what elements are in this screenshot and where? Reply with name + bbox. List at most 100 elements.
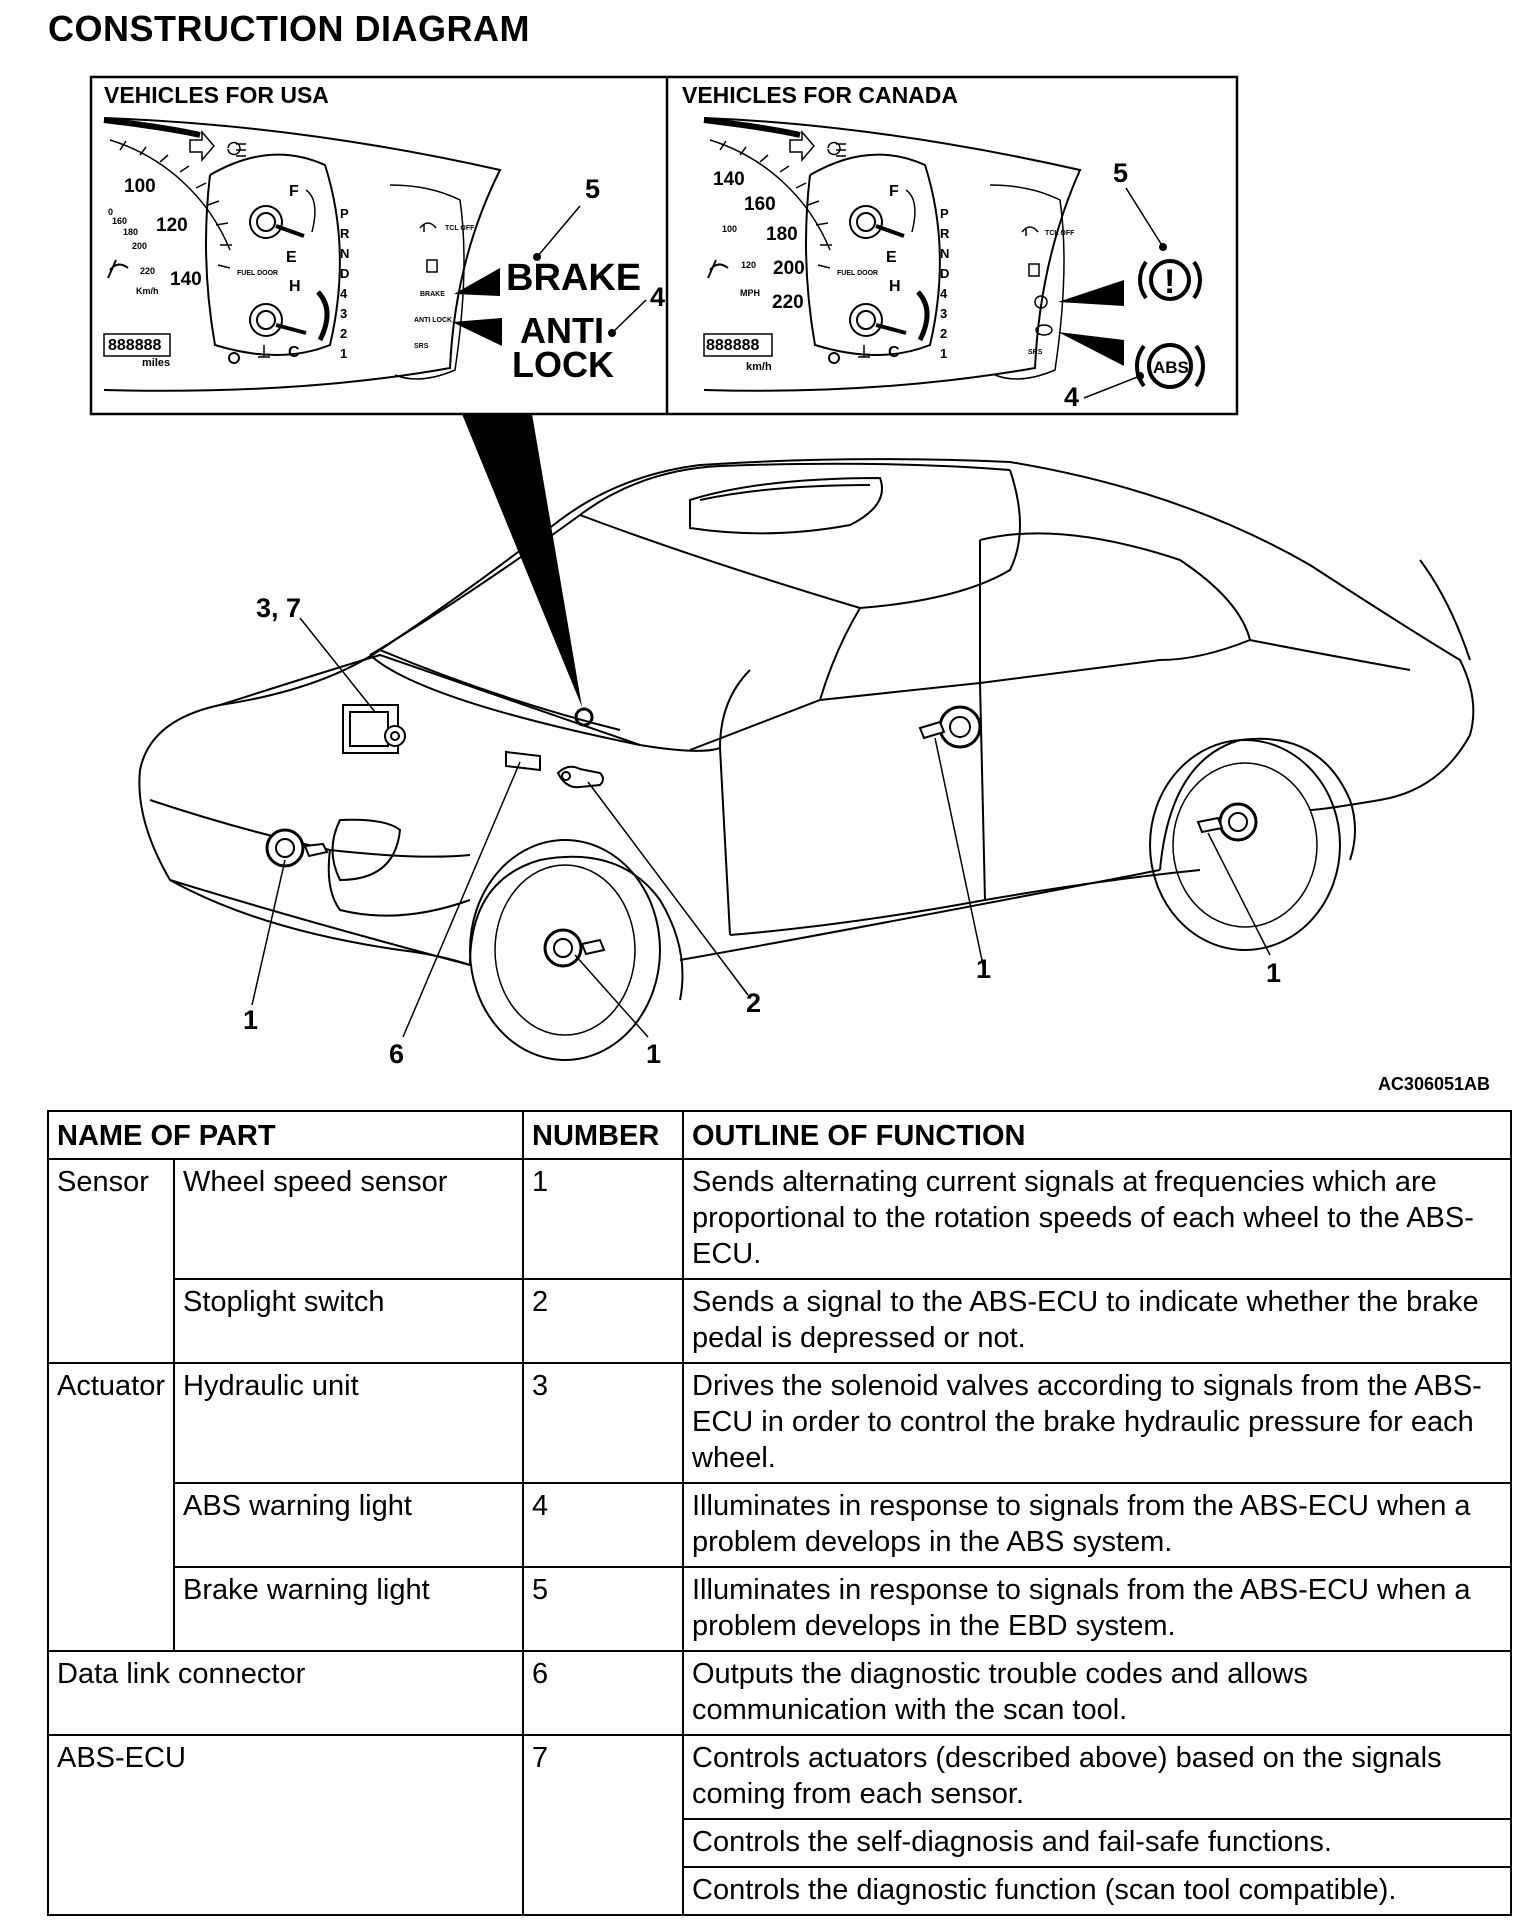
usa-gear-3: 3 — [340, 306, 347, 321]
canada-panel: VEHICLES FOR CANADA 140 160 180 200 220 … — [682, 82, 1206, 412]
callout-data-link: 6 — [389, 1039, 404, 1069]
usa-lamp-antilock: ANTI LOCK — [414, 317, 452, 324]
part-cell: Hydraulic unit — [173, 1362, 524, 1484]
canada-speed-tick-160: 160 — [744, 194, 776, 215]
part-cell: ABS warning light — [173, 1482, 524, 1568]
canada-lamp-tcl: TCL OFF — [1045, 230, 1075, 237]
canada-gear-4: 4 — [940, 286, 948, 301]
table-header-row: NAME OF PART NUMBER OUTLINE OF FUNCTION — [47, 1110, 1512, 1160]
canada-gear-r: R — [940, 226, 950, 241]
stoplight-switch-icon — [556, 765, 604, 789]
canada-inner-tick-120: 120 — [741, 260, 756, 270]
data-link-connector-icon — [505, 750, 541, 772]
function-cell: Sends a signal to the ABS-ECU to indicat… — [682, 1278, 1512, 1364]
canada-small-brake-icon — [1034, 295, 1048, 309]
figure-code: AC306051AB — [1377, 1074, 1490, 1094]
rear-right-wheel-sensor-icon — [1196, 802, 1258, 842]
canada-speed-tick-180: 180 — [766, 224, 798, 245]
callout-stoplight: 2 — [746, 988, 761, 1018]
canada-speed-unit: MPH — [740, 288, 760, 298]
usa-inner-tick-160: 160 — [112, 216, 127, 226]
number-cell: 5 — [522, 1566, 684, 1652]
canada-gear-p: P — [940, 206, 949, 221]
parts-table: NAME OF PART NUMBER OUTLINE OF FUNCTION … — [47, 1110, 1512, 1916]
canada-inner-tick-100: 100 — [722, 224, 737, 234]
canada-gear-1: 1 — [940, 346, 947, 361]
table-row: Stoplight switch 2 Sends a signal to the… — [48, 1278, 1512, 1364]
usa-inner-tick-200: 200 — [132, 241, 147, 251]
front-left-wheel-sensor-icon — [265, 828, 329, 868]
function-cell: Sends alternating current signals at fre… — [682, 1158, 1512, 1280]
part-cell: Brake warning light — [173, 1566, 524, 1652]
usa-fuel-f: F — [289, 183, 299, 200]
function-cell: Drives the solenoid valves according to … — [682, 1362, 1512, 1484]
table-row: Brake warning light 5 Illuminates in res… — [48, 1566, 1512, 1652]
usa-callout-4: 4 — [650, 282, 665, 312]
usa-brake-callout: BRAKE — [506, 257, 641, 299]
table-row: Controls the diagnostic function (scan t… — [48, 1866, 1512, 1916]
usa-gear-n: N — [340, 246, 349, 261]
usa-gear-p: P — [340, 206, 349, 221]
function-cell: Illuminates in response to signals from … — [682, 1566, 1512, 1652]
usa-inner-tick-180: 180 — [123, 227, 138, 237]
usa-odometer: 888888 — [108, 337, 161, 354]
page-title: CONSTRUCTION DIAGRAM — [48, 8, 530, 49]
construction-diagram: VEHICLES FOR USA 100 120 140 0 160 180 2… — [89, 75, 1475, 1069]
function-cell: Controls actuators (described above) bas… — [682, 1734, 1512, 1820]
usa-gear-4: 4 — [340, 286, 348, 301]
usa-gear-r: R — [340, 226, 350, 241]
brake-warning-icon: ! — [1138, 259, 1202, 301]
usa-odo-unit: miles — [142, 357, 170, 369]
group-cell: Sensor — [47, 1158, 175, 1364]
usa-antilock-callout-1: ANTI — [520, 310, 604, 351]
part-cell: ABS-ECU — [47, 1734, 524, 1916]
usa-speed-tick-100: 100 — [124, 176, 156, 197]
canada-speed-tick-220: 220 — [772, 292, 804, 313]
canada-gear-n: N — [940, 246, 949, 261]
front-right-wheel-sensor-icon — [543, 928, 606, 968]
usa-speed-tick-120: 120 — [156, 215, 188, 236]
canada-odometer: 888888 — [706, 337, 759, 354]
table-row: ABS-ECU 7 Controls actuators (described … — [47, 1734, 1512, 1916]
canada-small-abs-icon — [1035, 324, 1053, 336]
usa-panel-title: VEHICLES FOR USA — [104, 82, 329, 108]
number-cell: 2 — [522, 1278, 684, 1364]
callout-front-left-sensor: 1 — [243, 1005, 258, 1035]
usa-inner-tick-0: 0 — [108, 207, 113, 217]
number-cell: 7 — [522, 1734, 684, 1916]
usa-gear-2: 2 — [340, 326, 347, 341]
table-row: Actuator Hydraulic unit 3 Drives the sol… — [47, 1362, 1512, 1652]
usa-lamp-tcl: TCL OFF — [445, 225, 475, 232]
usa-antilock-pointer — [452, 318, 502, 346]
callout-rear-door-sensor: 1 — [976, 954, 991, 984]
number-cell: 1 — [522, 1158, 684, 1280]
instrument-panels: VEHICLES FOR USA 100 120 140 0 160 180 2… — [89, 75, 1239, 416]
table-row: Data link connector 6 Outputs the diagno… — [47, 1650, 1512, 1736]
callout-hydraulic-unit: 3, 7 — [256, 593, 301, 623]
usa-gear-1: 1 — [340, 346, 347, 361]
function-cell: Illuminates in response to signals from … — [682, 1482, 1512, 1568]
canada-brake-pointer — [1058, 280, 1124, 306]
svg-text:ABS: ABS — [1153, 358, 1189, 377]
table-row: Sensor Wheel speed sensor 1 Sends altern… — [47, 1158, 1512, 1364]
car-illustration — [138, 458, 1475, 1061]
canada-lamp-srs: SRS — [1028, 349, 1043, 356]
usa-temp-c: C — [288, 344, 300, 361]
part-cell: Wheel speed sensor — [173, 1158, 524, 1280]
svg-text:!: ! — [1164, 263, 1175, 301]
usa-brake-pointer — [454, 268, 500, 296]
canada-panel-title: VEHICLES FOR CANADA — [682, 82, 958, 108]
canada-gear-3: 3 — [940, 306, 947, 321]
rear-left-wheel-sensor-icon — [918, 705, 982, 749]
function-cell: Outputs the diagnostic trouble codes and… — [682, 1650, 1512, 1736]
usa-panel: VEHICLES FOR USA 100 120 140 0 160 180 2… — [103, 82, 665, 392]
header-number: NUMBER — [522, 1110, 684, 1160]
usa-temp-h: H — [289, 278, 301, 295]
canada-gear-d: D — [940, 266, 949, 281]
usa-fuel-e: E — [286, 249, 297, 266]
callout-front-wheel-sensor: 1 — [646, 1039, 661, 1069]
canada-abs-pointer — [1058, 332, 1124, 366]
table-row: Controls the self-diagnosis and fail-saf… — [48, 1818, 1512, 1868]
number-cell: 4 — [522, 1482, 684, 1568]
function-cell: Controls the diagnostic function (scan t… — [682, 1866, 1512, 1916]
